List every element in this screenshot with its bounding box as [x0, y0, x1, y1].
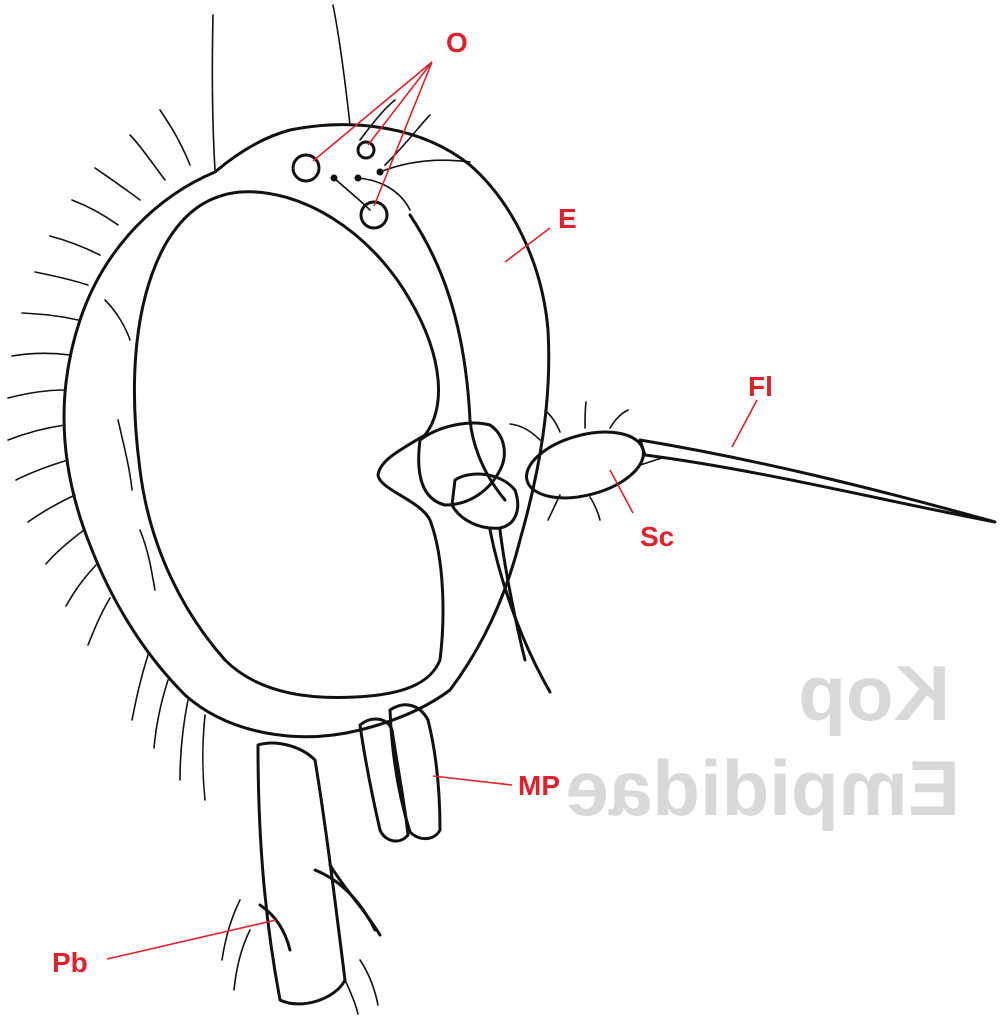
ocellus-left [291, 153, 321, 183]
flagellum [638, 438, 997, 524]
compound-eye [132, 190, 445, 699]
watermark-line-2: Empididae [566, 744, 960, 832]
leader-ocellus-top [367, 61, 433, 146]
proboscis [221, 741, 382, 1015]
leader-flagellum [731, 399, 758, 448]
label-scape: Sc [640, 521, 674, 552]
leader-scape [609, 469, 634, 514]
leader-ocellus-lower [373, 61, 433, 207]
labels: O E Fl Sc MP Pb [52, 27, 773, 978]
label-ocelli: O [446, 27, 468, 58]
head-bristles [7, 4, 351, 801]
label-flagellum: Fl [748, 371, 773, 402]
label-eye: E [558, 203, 577, 234]
watermark: Kop Empididae [566, 649, 960, 832]
leader-eye [504, 227, 551, 263]
ocellus-top [356, 140, 376, 160]
head-capsule [62, 123, 551, 739]
leader-ocellus-left [312, 61, 433, 162]
gena-hairlines [104, 299, 156, 591]
label-proboscis: Pb [52, 947, 88, 978]
clypeus [450, 472, 552, 694]
leader-proboscis [106, 919, 277, 960]
ocellus-lower [359, 200, 389, 230]
antenna [417, 401, 997, 524]
maxillary-palp [358, 703, 442, 843]
ocelli [291, 99, 471, 230]
watermark-line-1: Kop [798, 649, 950, 737]
leader-maxillary-palp [432, 775, 513, 786]
label-maxillary-palp: MP [518, 770, 560, 801]
leader-lines [106, 61, 758, 960]
